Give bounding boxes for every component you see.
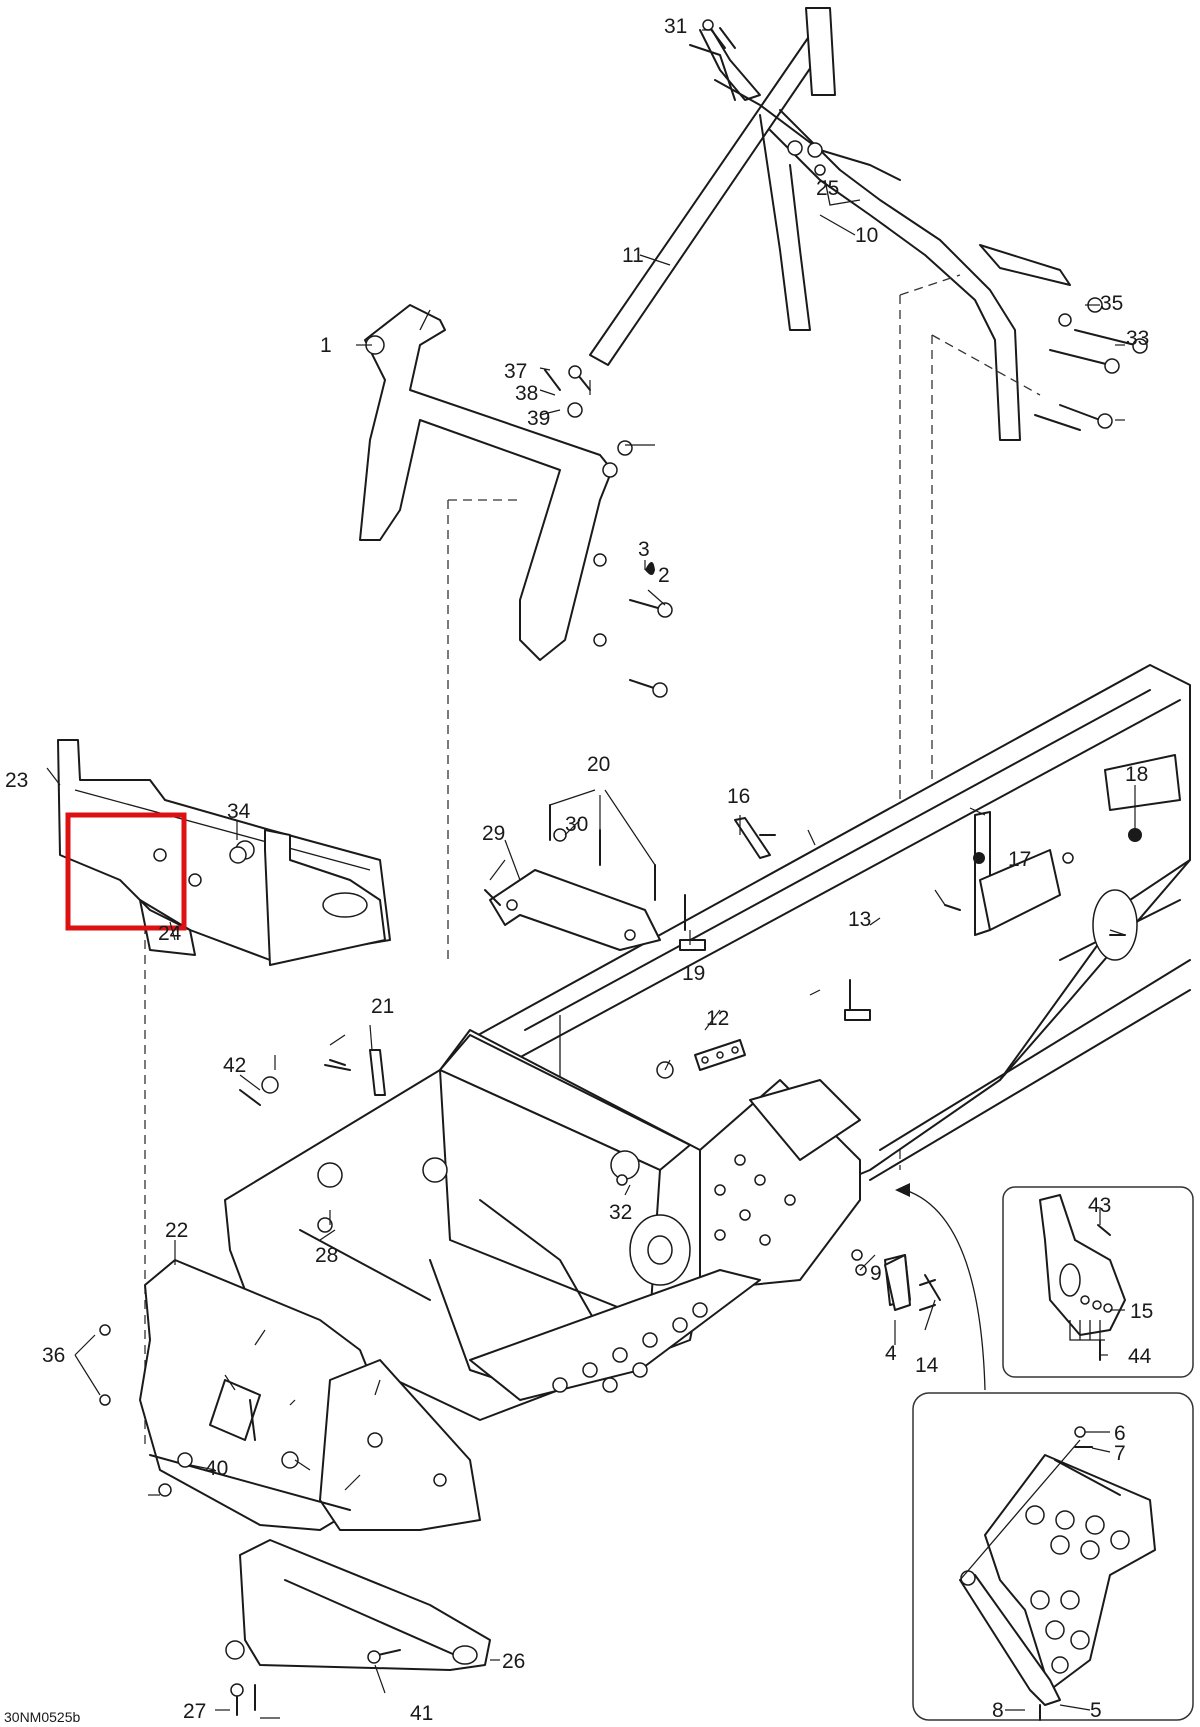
steering-support-frame: [589, 7, 1071, 441]
callout-2: 2: [658, 564, 670, 587]
callout-43: 43: [1088, 1194, 1111, 1217]
callout-16: 16: [727, 785, 750, 808]
callout-4: 4: [885, 1342, 897, 1365]
callout-19: 19: [682, 962, 705, 985]
callout-28: 28: [315, 1244, 338, 1267]
callout-42: 42: [223, 1054, 246, 1077]
callout-17: 17: [1008, 848, 1031, 871]
callout-27: 27: [183, 1700, 206, 1723]
callout-40: 40: [205, 1457, 228, 1480]
callout-38: 38: [515, 382, 538, 405]
callout-44: 44: [1128, 1345, 1152, 1368]
callout-29: 29: [482, 822, 505, 845]
upper-fasteners: [544, 19, 1148, 698]
belly-pan-22: [99, 1259, 481, 1531]
footrest-platform: [469, 1269, 761, 1401]
callout-34: 34: [227, 800, 251, 823]
callout-23: 23: [5, 769, 28, 792]
front-upper-support: [359, 304, 618, 661]
callout-36: 36: [42, 1344, 65, 1367]
callout-7: 7: [1114, 1442, 1126, 1465]
diagram-code: 30NM0525b: [4, 1709, 80, 1725]
callout-37: 37: [504, 360, 527, 383]
callout-32: 32: [609, 1201, 632, 1224]
callout-11: 11: [622, 244, 644, 267]
lower-front-bracket-26: [225, 1539, 491, 1716]
front-bracket-23: [57, 739, 391, 966]
inset-footrest-5: [912, 1392, 1194, 1721]
callout-25: 25: [816, 177, 839, 200]
callout-31: 31: [664, 15, 687, 38]
callout-15: 15: [1130, 1300, 1153, 1323]
callout-18: 18: [1125, 763, 1148, 786]
callout-35: 35: [1100, 292, 1123, 315]
callout-12: 12: [706, 1007, 729, 1030]
callout-labels: 1 2 3 4 5 6 7 8 9 10 11 12 13 14 15 16 1…: [5, 15, 1153, 1725]
inset-connector: [904, 1189, 986, 1391]
leader-lines: [46, 29, 1136, 1719]
callout-22: 22: [165, 1219, 188, 1242]
callout-1: 1: [320, 334, 332, 357]
callout-9: 9: [870, 1262, 882, 1285]
callout-6: 6: [1114, 1422, 1126, 1445]
callout-13: 13: [848, 908, 871, 931]
direction-arrow: [895, 1183, 910, 1197]
callout-3: 3: [638, 538, 650, 561]
selection-highlight-box: [65, 812, 187, 931]
callout-30: 30: [565, 813, 588, 836]
callout-20: 20: [587, 753, 610, 776]
callout-5: 5: [1090, 1699, 1102, 1722]
engine-cradle: [224, 1029, 861, 1421]
callout-24: 24: [158, 922, 182, 945]
callout-14: 14: [915, 1354, 939, 1377]
callout-33: 33: [1126, 327, 1149, 350]
callout-21: 21: [371, 995, 394, 1018]
callout-10: 10: [855, 224, 878, 247]
callout-8: 8: [992, 1699, 1004, 1722]
callout-26: 26: [502, 1650, 525, 1673]
callout-41: 41: [410, 1702, 433, 1725]
inset-footrest-15: [1002, 1186, 1194, 1378]
callout-39: 39: [527, 407, 550, 430]
